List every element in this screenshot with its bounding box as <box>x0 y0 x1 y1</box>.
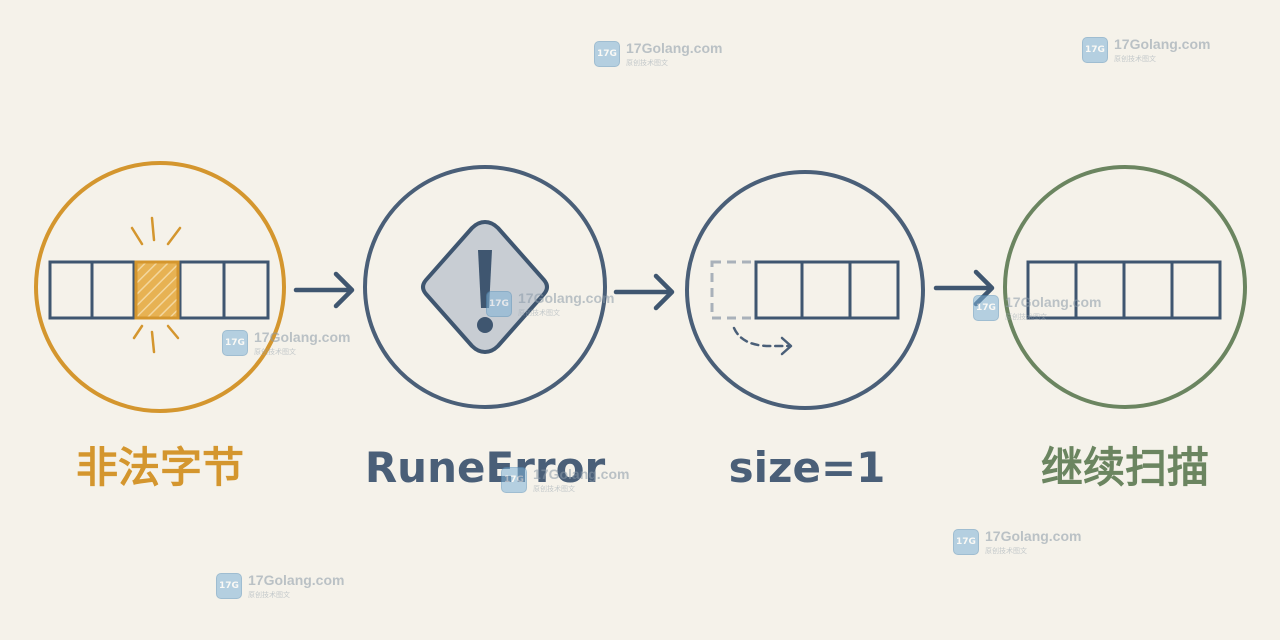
watermark: 17G 17Golang.com 原创技术图文 <box>953 528 1081 556</box>
step-circle-continue-scan <box>1003 165 1247 409</box>
watermark-sub: 原创技术图文 <box>248 591 290 599</box>
watermark-site: 17Golang.com <box>1005 294 1102 310</box>
watermark: 17G 17Golang.com 原创技术图文 <box>594 40 722 68</box>
byte-row-icon <box>48 260 270 320</box>
watermark-site: 17Golang.com <box>626 40 723 56</box>
step-label-size-one: size=1 <box>728 443 886 492</box>
watermark-sub: 原创技术图文 <box>1114 55 1156 63</box>
step-label-continue-scan: 继续扫描 <box>1040 443 1209 492</box>
watermark: 17G 17Golang.com 原创技术图文 <box>222 329 350 357</box>
watermark-sub: 原创技术图文 <box>533 485 575 493</box>
glow-rays-icon <box>130 216 182 354</box>
watermark-site: 17Golang.com <box>248 572 345 588</box>
arrow-right-icon <box>613 273 675 311</box>
watermark: 17G 17Golang.com 原创技术图文 <box>216 572 344 600</box>
watermark-logo-icon: 17G <box>486 291 512 317</box>
step-circle-invalid-byte <box>34 161 286 413</box>
watermark-site: 17Golang.com <box>1114 36 1211 52</box>
warning-diamond-icon <box>421 220 549 354</box>
watermark-sub: 原创技术图文 <box>626 59 668 67</box>
step-circle-rune-error <box>363 165 607 409</box>
invalid-byte-cell <box>134 260 180 320</box>
watermark-site: 17Golang.com <box>985 528 1082 544</box>
watermark-logo-icon: 17G <box>501 467 527 493</box>
watermark-sub: 原创技术图文 <box>254 348 296 356</box>
step-continue-scan <box>1003 165 1247 409</box>
step-circle-size-one <box>685 170 925 410</box>
watermark-logo-icon: 17G <box>973 295 999 321</box>
byte-row-icon <box>1026 260 1222 320</box>
watermark-sub: 原创技术图文 <box>518 309 560 317</box>
watermark-logo-icon: 17G <box>1082 37 1108 63</box>
watermark: 17G 17Golang.com 原创技术图文 <box>973 294 1101 322</box>
arrow-right-icon <box>293 271 355 309</box>
step-label-rune-error: RuneError <box>364 443 606 492</box>
watermark-sub: 原创技术图文 <box>985 547 1027 555</box>
byte-row-icon <box>754 260 900 320</box>
step-size-one <box>685 170 925 410</box>
watermark-site: 17Golang.com <box>518 290 615 306</box>
watermark-logo-icon: 17G <box>222 330 248 356</box>
step-rune-error <box>363 165 607 409</box>
watermark-sub: 原创技术图文 <box>1005 313 1047 321</box>
watermark: 17G 17Golang.com 原创技术图文 <box>486 290 614 318</box>
step-label-invalid-byte: 非法字节 <box>75 443 244 492</box>
watermark-site: 17Golang.com <box>254 329 351 345</box>
skip-arrow-icon <box>732 326 793 356</box>
step-invalid-byte <box>34 161 286 413</box>
watermark: 17G 17Golang.com 原创技术图文 <box>1082 36 1210 64</box>
watermark-logo-icon: 17G <box>594 41 620 67</box>
watermark-logo-icon: 17G <box>953 529 979 555</box>
watermark-site: 17Golang.com <box>533 466 630 482</box>
watermark: 17G 17Golang.com 原创技术图文 <box>501 466 629 494</box>
skipped-byte-cell <box>710 260 758 320</box>
watermark-logo-icon: 17G <box>216 573 242 599</box>
